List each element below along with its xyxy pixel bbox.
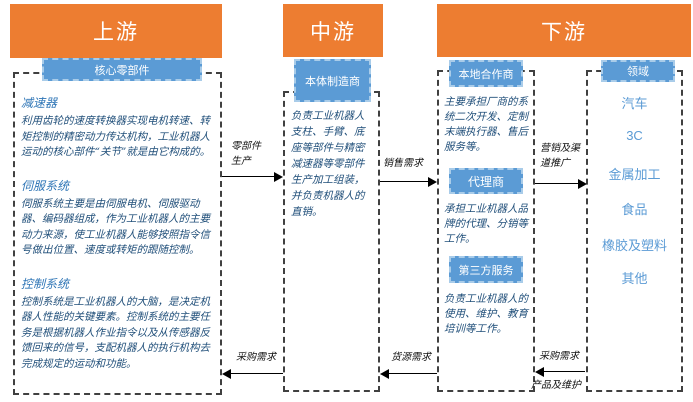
section-title-reducer: 减速器	[21, 96, 58, 110]
domain-item-rubber-plastic: 橡胶及塑料	[601, 238, 667, 253]
downstream-header: 下游	[437, 4, 691, 57]
third-party-body: 负责工业机器人的使用、维护、教育培训等工作。	[444, 293, 528, 335]
flow-label-marketing-promotion: 营销及渠道推广	[540, 143, 580, 169]
upstream-content: 减速器 利用齿轮的速度转换器实现电机转速、转矩控制的精密动力传达机构，工业机器人…	[21, 94, 215, 388]
section-title-servo: 伺服系统	[21, 178, 70, 193]
midstream-header: 中游	[283, 4, 383, 57]
flow-label-supply-demand: 货源需求	[391, 352, 431, 363]
agent-label: 代理商	[449, 168, 523, 194]
section-body-reducer: 利用齿轮的速度转换器实现电机转速、转矩控制的精密动力传达机构，工业机器人运动的核…	[21, 115, 211, 158]
core-components-label: 核心零部件	[42, 58, 202, 81]
domain-label: 领域	[601, 60, 675, 82]
section-body-servo: 伺服系统主要是由伺服电机、伺服驱动器、编码器组成，作为工业机器人的主要动力来源，…	[21, 197, 210, 257]
arrow-head-left-icon	[380, 368, 389, 379]
partner-intro: 主要承担厂商的系统二次开发、定制末端执行器、售后服务等。	[444, 96, 528, 153]
arrow-procurement-demand-left	[222, 368, 283, 379]
arrow-sales-demand	[380, 176, 437, 187]
domain-item-auto: 汽车	[621, 96, 648, 111]
agent-body: 承担工业机器人品牌的代理、分销等工作。	[444, 203, 528, 245]
flow-label-procurement-demand-left: 采购需求	[236, 352, 276, 363]
flow-label-product-maintenance: 产品及维护	[531, 380, 581, 391]
domain-item-other: 其他	[621, 271, 648, 286]
domain-item-3c: 3C	[626, 128, 643, 143]
section-title-control: 控制系统	[21, 276, 70, 291]
domain-item-metal: 金属加工	[608, 167, 661, 182]
third-party-service-label: 第三方服务	[449, 256, 523, 283]
local-partner-label: 本地合作商	[449, 60, 523, 87]
body-manufacturer-label: 本体制造商	[294, 59, 371, 102]
arrow-head-right-icon	[428, 176, 437, 187]
section-body-control: 控制系统是工业机器人的大脑，是决定机器人性能的关键要素。控制系统的主要任务是根据…	[21, 295, 210, 370]
flow-label-procurement-demand-right: 采购需求	[539, 351, 579, 362]
arrow-marketing-promotion	[535, 178, 587, 189]
domain-box	[586, 70, 683, 392]
midstream-body: 负责工业机器人支柱、手臂、底座等部件与精密减速器等零部件生产加工组装，并负责机器…	[291, 110, 365, 218]
arrow-head-right-icon	[274, 171, 283, 182]
flow-label-parts-production: 零部件生产	[231, 141, 261, 167]
flow-label-sales-demand: 销售需求	[383, 158, 423, 169]
domain-item-food: 食品	[621, 202, 648, 217]
arrow-head-left-icon	[535, 366, 544, 377]
upstream-header: 上游	[10, 4, 222, 58]
arrow-head-right-icon	[578, 178, 587, 189]
arrow-procurement-demand-right	[535, 366, 585, 377]
arrow-parts-production	[222, 171, 283, 182]
arrow-supply-demand	[380, 368, 437, 379]
arrow-head-left-icon	[222, 368, 231, 379]
